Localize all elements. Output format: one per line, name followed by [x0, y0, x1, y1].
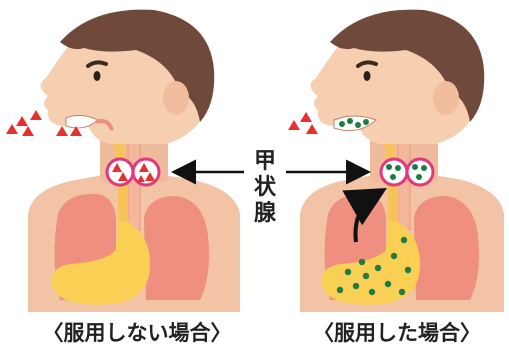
green-dot-icon: [337, 287, 343, 293]
green-dot-icon: [359, 259, 365, 265]
green-dot-icon: [355, 122, 361, 128]
green-dot-icon: [405, 267, 411, 273]
green-dot-icon: [390, 174, 396, 180]
magenta-ring-icon: [407, 159, 433, 185]
green-dot-icon: [386, 164, 392, 170]
right-figure: [288, 10, 504, 312]
caption-taking: 〈服用した場合〉: [286, 316, 508, 350]
green-dot-icon: [395, 165, 401, 171]
red-triangle-icon: [22, 126, 34, 136]
green-dot-icon: [416, 174, 422, 180]
green-dot-icon: [347, 118, 353, 124]
left-eye: [94, 71, 101, 81]
green-dot-icon: [353, 283, 359, 289]
green-dot-icon: [412, 164, 418, 170]
green-dot-icon: [369, 289, 375, 295]
right-eye: [364, 71, 371, 81]
red-triangle-icon: [300, 112, 312, 122]
green-dot-icon: [375, 265, 381, 271]
thyroid-label-char-3: 腺: [248, 202, 282, 226]
right-inhaled-particles: [288, 112, 318, 134]
green-dot-icon: [399, 289, 405, 295]
green-dot-icon: [401, 237, 407, 243]
green-dot-icon: [345, 269, 351, 275]
left-ear: [163, 81, 189, 115]
green-dot-icon: [363, 119, 369, 125]
magenta-ring-icon: [381, 159, 407, 185]
red-triangle-icon: [16, 116, 28, 126]
thyroid-label-char-1: 甲: [248, 150, 282, 174]
thyroid-label-char-2: 状: [248, 176, 282, 200]
red-triangle-icon: [288, 120, 300, 130]
left-lung-b: [144, 196, 209, 300]
green-dot-icon: [391, 253, 397, 259]
red-triangle-icon: [56, 126, 68, 136]
red-triangle-icon: [6, 124, 18, 134]
right-ear: [433, 81, 459, 115]
green-dot-icon: [421, 165, 427, 171]
red-triangle-icon: [30, 110, 42, 120]
green-dot-icon: [363, 273, 369, 279]
right-lung-b: [414, 196, 479, 300]
red-triangle-icon: [306, 124, 318, 134]
left-figure: [6, 10, 240, 312]
green-dot-icon: [339, 121, 345, 127]
caption-not-taking: 〈服用しない場合〉: [22, 316, 252, 350]
green-dot-icon: [385, 281, 391, 287]
